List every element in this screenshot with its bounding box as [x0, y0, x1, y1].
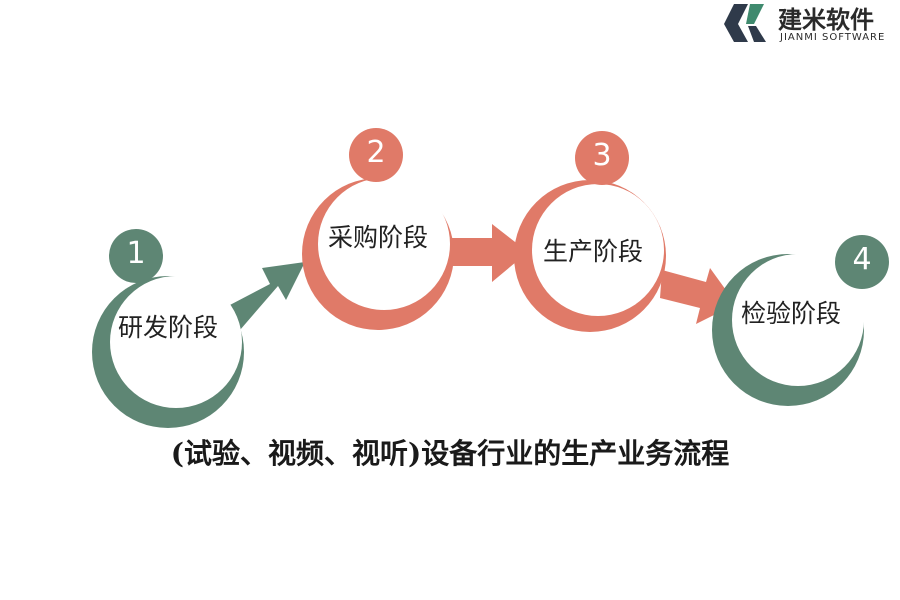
- stage-4-badge: [835, 235, 889, 289]
- stage-1-ring: [92, 276, 244, 428]
- arrow-1-to-2: [228, 262, 305, 330]
- brand-name-cn: 建米软件: [778, 6, 874, 34]
- stage-4-ring: [712, 254, 864, 406]
- stage-1-badge: [109, 229, 163, 283]
- arrow-2-to-3: [450, 224, 528, 282]
- stage-4-number: 4: [852, 242, 872, 277]
- brand-name-en: JIANMI SOFTWARE: [780, 32, 886, 43]
- stage-3-badge: [575, 131, 629, 185]
- stage-4-label: 检验阶段: [741, 299, 842, 328]
- stage-3-label: 生产阶段: [543, 237, 644, 266]
- stage-2-badge: [349, 128, 403, 182]
- stage-3-ring: [514, 180, 666, 332]
- brand-logo: 建米软件 JIANMI SOFTWARE: [724, 0, 900, 48]
- stage-2-label: 采购阶段: [328, 223, 429, 252]
- diagram-caption: (试验、视频、视听)设备行业的生产业务流程: [170, 437, 730, 470]
- stage-3-number: 3: [592, 138, 612, 173]
- stage-2-ring: [302, 178, 454, 330]
- stage-1-label: 研发阶段: [118, 313, 219, 342]
- stage-2-number: 2: [366, 135, 386, 170]
- jianmi-logo-icon: [724, 4, 766, 42]
- stage-1-number: 1: [126, 236, 146, 271]
